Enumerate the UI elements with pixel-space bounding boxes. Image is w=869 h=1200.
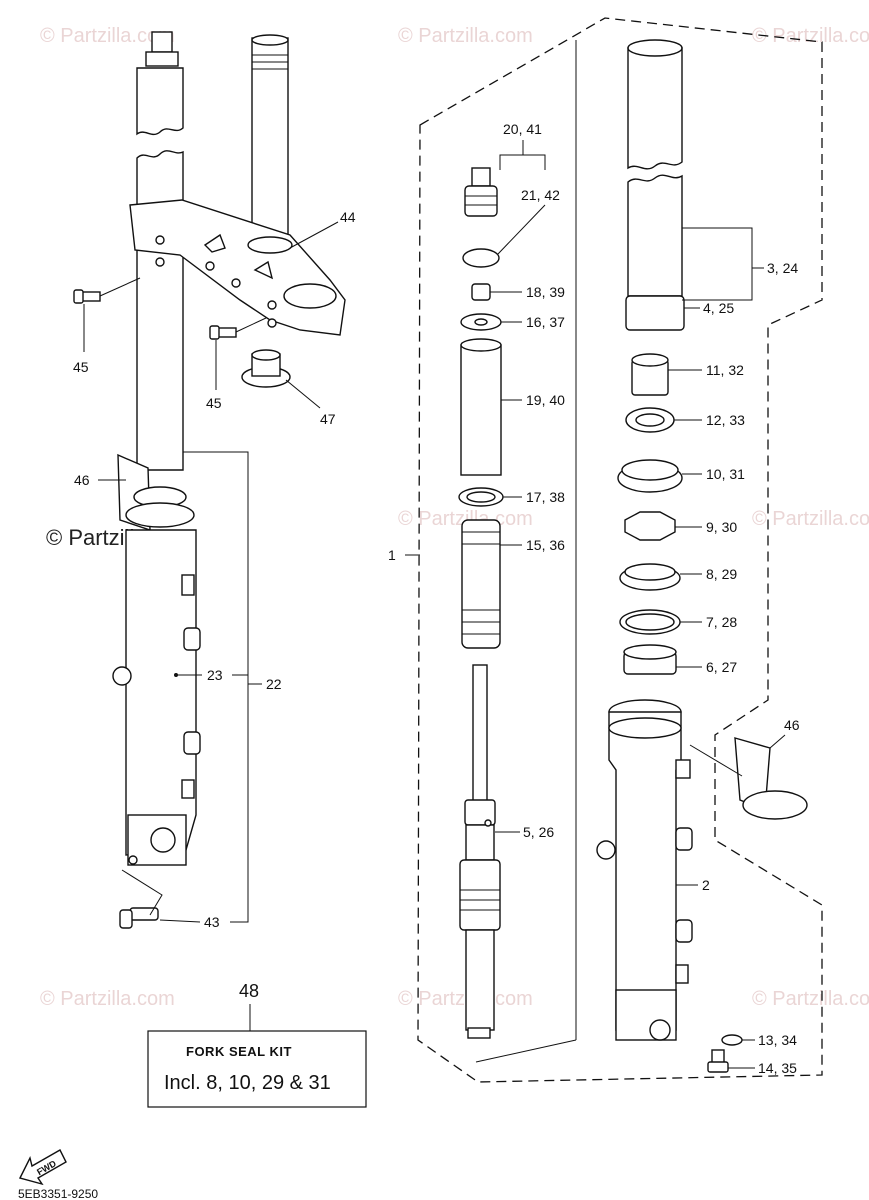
diagram-code: 5EB3351-9250 bbox=[18, 1187, 98, 1200]
callout-3-24: 3, 24 bbox=[767, 260, 798, 276]
watermark: © Partzilla.com bbox=[40, 988, 175, 1010]
callout-45-right: 45 bbox=[206, 395, 222, 411]
callout-22: 22 bbox=[266, 676, 282, 692]
assembly-outline-1 bbox=[417, 17, 823, 1083]
watermark: © Partzilla.com bbox=[752, 508, 869, 530]
callout-19-40: 19, 40 bbox=[526, 392, 565, 408]
kit-number: 48 bbox=[239, 981, 259, 1001]
callout-4-25: 4, 25 bbox=[703, 300, 734, 316]
callout-2: 2 bbox=[702, 877, 710, 893]
watermark: © Partzilla.com bbox=[398, 25, 533, 47]
callout-17-38: 17, 38 bbox=[526, 489, 565, 505]
watermark: © Partzilla.com bbox=[40, 25, 175, 47]
callout-15-36: 15, 36 bbox=[526, 537, 565, 553]
callout-47: 47 bbox=[320, 411, 336, 427]
callout-6-27: 6, 27 bbox=[706, 659, 737, 675]
callout-12-33: 12, 33 bbox=[706, 412, 745, 428]
callout-10-31: 10, 31 bbox=[706, 466, 745, 482]
callout-labels: 1 2 3, 24 4, 25 5, 26 6, 27 7, 28 8, 29 … bbox=[73, 121, 800, 1076]
callout-1: 1 bbox=[388, 547, 396, 563]
callout-20-41: 20, 41 bbox=[503, 121, 542, 137]
kit-contents: Incl. 8, 10, 29 & 31 bbox=[164, 1072, 331, 1094]
callout-46-left: 46 bbox=[74, 472, 90, 488]
callout-9-30: 9, 30 bbox=[706, 519, 737, 535]
callout-46-right: 46 bbox=[784, 717, 800, 733]
kit-box bbox=[147, 1030, 367, 1108]
callout-21-42: 21, 42 bbox=[521, 187, 560, 203]
assembled-fork-left bbox=[73, 31, 346, 929]
kit-title: FORK SEAL KIT bbox=[186, 1044, 292, 1059]
internal-parts bbox=[405, 40, 577, 1063]
right-column-parts bbox=[596, 39, 808, 1073]
callout-23: 23 bbox=[207, 667, 223, 683]
callout-16-37: 16, 37 bbox=[526, 314, 565, 330]
callout-13-34: 13, 34 bbox=[758, 1032, 797, 1048]
watermark: © Partzilla.com bbox=[752, 25, 869, 47]
fork-seal-kit: 48 FORK SEAL KIT Incl. 8, 10, 29 & 31 bbox=[147, 981, 367, 1108]
callout-45-left: 45 bbox=[73, 359, 89, 375]
callout-7-28: 7, 28 bbox=[706, 614, 737, 630]
fwd-arrow-icon: FWD bbox=[18, 1149, 67, 1186]
callout-11-32: 11, 32 bbox=[706, 362, 744, 378]
callout-14-35: 14, 35 bbox=[758, 1060, 797, 1076]
callout-8-29: 8, 29 bbox=[706, 566, 737, 582]
callout-18-39: 18, 39 bbox=[526, 284, 565, 300]
callout-44: 44 bbox=[340, 209, 356, 225]
watermark: © Partzilla.com bbox=[752, 988, 869, 1010]
callout-5-26: 5, 26 bbox=[523, 824, 554, 840]
callout-43: 43 bbox=[204, 914, 220, 930]
